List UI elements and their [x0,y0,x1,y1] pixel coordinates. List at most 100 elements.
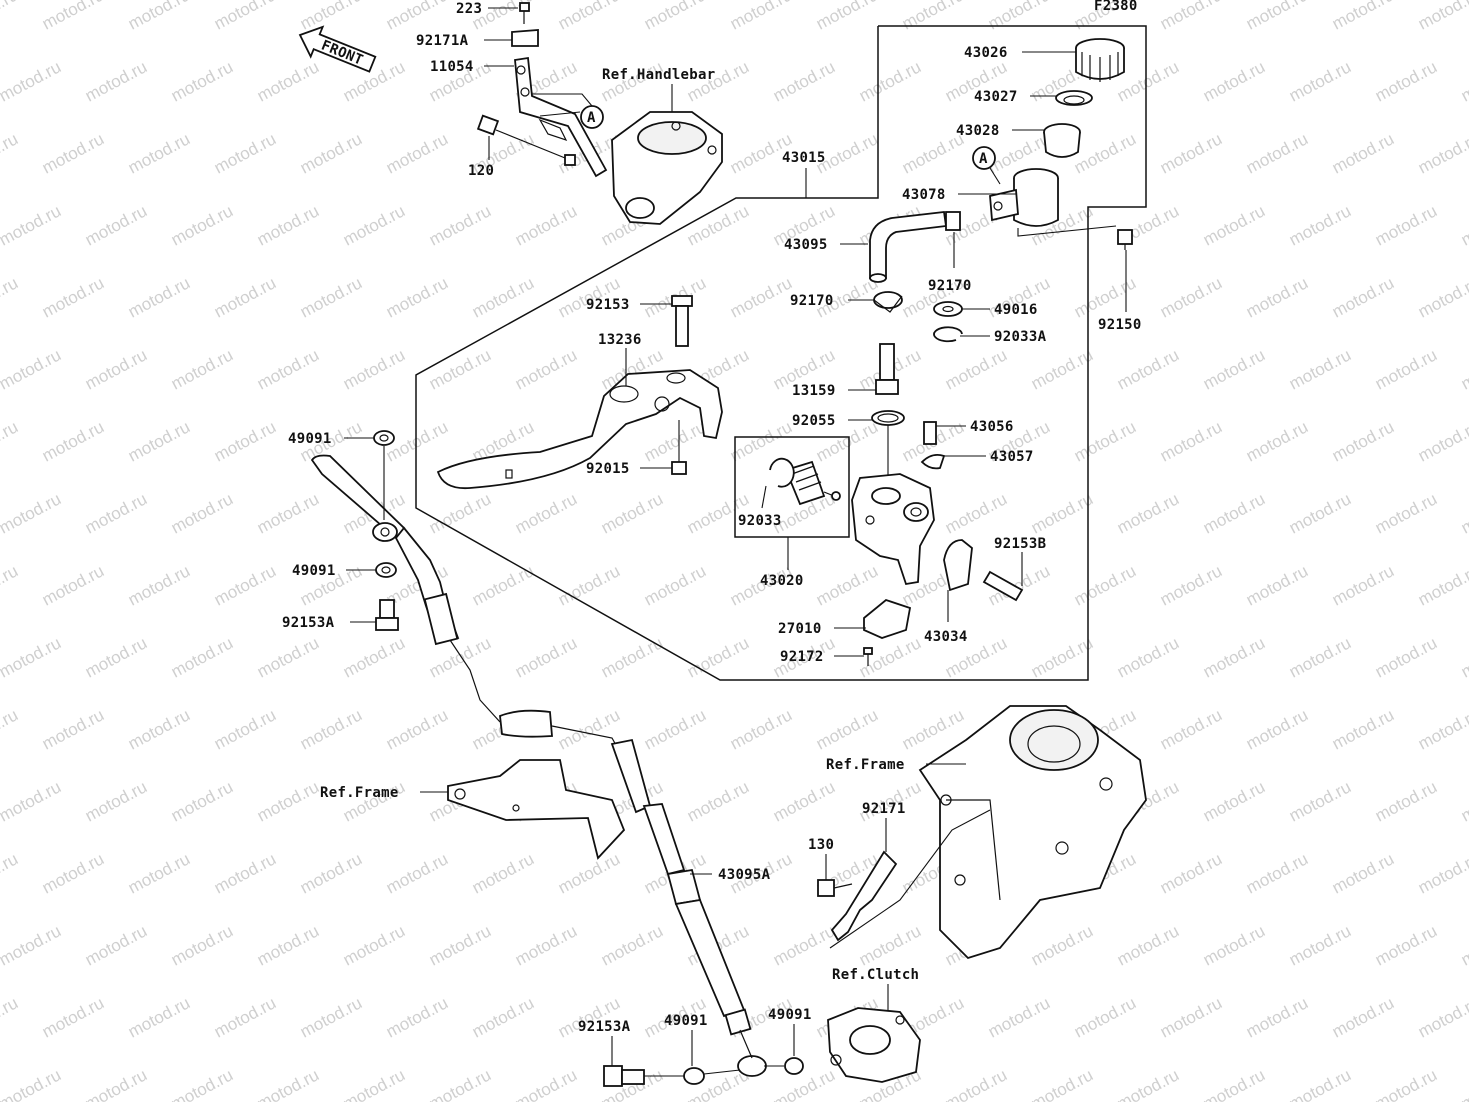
watermark-text: motod.ru [168,921,236,969]
clamp-92170-top [945,211,961,231]
cap-43057 [920,453,946,470]
watermark-text: motod.ru [39,273,107,321]
watermark-text: motod.ru [297,849,365,897]
label-92150: 92150 [1098,317,1142,333]
watermark-text: motod.ru [0,345,64,393]
watermark-text: motod.ru [727,0,795,34]
watermark-text: motod.ru [1200,777,1268,825]
watermark-text: motod.ru [125,417,193,465]
assembly-outline [415,25,1147,681]
watermark-text: motod.ru [297,993,365,1041]
watermark-text: motod.ru [555,561,623,609]
label-ref-frame-right: Ref.Frame [826,757,905,773]
washer-49091-lower-left [683,1067,705,1085]
front-label: FRONT [319,38,365,69]
bracket-11054 [514,56,608,178]
watermark-text: motod.ru [813,561,881,609]
watermark-text: motod.ru [942,345,1010,393]
watermark-text: motod.ru [340,633,408,681]
watermark-text: motod.ru [0,489,64,537]
screw-92172 [863,647,873,666]
hose-43095A [449,639,767,1077]
watermark-text: motod.ru [598,489,666,537]
watermark-text: motod.ru [1372,345,1440,393]
washer-49091-lower-right [784,1057,804,1075]
watermark-text: motod.ru [1114,489,1182,537]
watermark-text: motod.ru [1071,417,1139,465]
watermark-text: motod.ru [168,201,236,249]
watermark-text: motod.ru [125,993,193,1041]
watermark-text: motod.ru [512,921,580,969]
watermark-text: motod.ru [39,849,107,897]
bleeder-43056 [923,421,937,445]
bolt-92153B [982,570,1024,602]
watermark-text: motod.ru [512,489,580,537]
seal-92055 [871,410,905,426]
label-ref-clutch: Ref.Clutch [832,967,919,983]
label-92153: 92153 [586,297,630,313]
watermark-text: motod.ru [1286,57,1354,105]
watermark-text: motod.ru [211,273,279,321]
watermark-text: motod.ru [727,273,795,321]
watermark-text: motod.ru [211,561,279,609]
label-43095A: 43095A [718,867,771,883]
watermark-text: motod.ru [469,993,537,1041]
watermark-text: motod.ru [856,633,924,681]
leader-lines [344,7,1127,1066]
svg-text:A: A [979,151,988,167]
watermark-text: motod.ru [469,849,537,897]
watermark-text: motod.ru [426,921,494,969]
label-92171: 92171 [862,801,906,817]
watermark-text: motod.ru [1200,1065,1268,1102]
watermark-text: motod.ru [813,0,881,34]
watermark-text: motod.ru [1329,849,1397,897]
watermark-text: motod.ru [0,273,21,321]
watermark-text: motod.ru [1458,633,1469,681]
watermark-text: motod.ru [1243,705,1311,753]
diaphragm-43028 [1043,123,1081,158]
watermark-text: motod.ru [1071,273,1139,321]
watermark-text: motod.ru [1415,129,1469,177]
watermark-text: motod.ru [684,777,752,825]
watermark-text: motod.ru [1200,489,1268,537]
watermark-text: motod.ru [1458,921,1469,969]
watermark-text: motod.ru [39,561,107,609]
watermark-text: motod.ru [512,1065,580,1102]
clamp-92171 [830,850,898,942]
watermark-text: motod.ru [727,705,795,753]
label-27010: 27010 [778,621,822,637]
watermark-text: motod.ru [168,489,236,537]
watermark-text: motod.ru [383,849,451,897]
watermark-text: motod.ru [125,705,193,753]
watermark-text: motod.ru [1372,777,1440,825]
watermark-text: motod.ru [1372,633,1440,681]
lever-13236 [436,369,723,490]
watermark-text: motod.ru [1028,1065,1096,1102]
label-43027: 43027 [974,89,1018,105]
watermark-text: motod.ru [426,201,494,249]
watermark-text: motod.ru [469,561,537,609]
watermark-text: motod.ru [82,201,150,249]
label-223: 223 [456,1,482,17]
label-92170-top: 92170 [928,278,972,294]
label-43028: 43028 [956,123,1000,139]
watermark-text: motod.ru [942,489,1010,537]
watermark-text: motod.ru [39,0,107,34]
hose-upper-segment [394,526,460,646]
watermark-text: motod.ru [254,633,322,681]
watermark-text: motod.ru [168,57,236,105]
watermark-text: motod.ru [211,705,279,753]
watermark-text: motod.ru [211,129,279,177]
watermark-text: motod.ru [1200,345,1268,393]
clamp-43034 [943,539,973,592]
frame-bracket-left [447,759,626,860]
watermark-text: motod.ru [297,273,365,321]
bolt-92153A-lower [603,1065,645,1087]
label-13159: 13159 [792,383,836,399]
watermark-text: motod.ru [770,921,838,969]
watermark-text: motod.ru [39,993,107,1041]
label-92170-mid: 92170 [790,293,834,309]
watermark-text: motod.ru [1243,849,1311,897]
